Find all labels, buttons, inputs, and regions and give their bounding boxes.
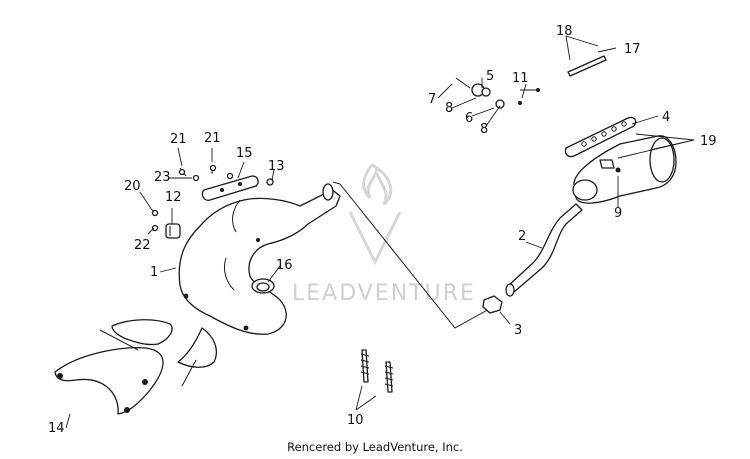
rubber-strip [567, 55, 607, 77]
springs [360, 349, 394, 393]
callout-7: 7 [428, 92, 436, 107]
callout-11: 11 [512, 71, 529, 86]
callout-9: 9 [614, 206, 622, 221]
grommet [165, 223, 181, 239]
callout-4: 4 [662, 110, 670, 125]
callout-19: 19 [700, 134, 717, 149]
credit-line: Rencered by LeadVenture, Inc. [287, 440, 463, 454]
heat-shield [54, 319, 217, 415]
callout-2: 2 [518, 229, 526, 244]
callout-23: 23 [154, 170, 171, 185]
callout-15: 15 [236, 146, 253, 161]
watermark-v-icon [348, 211, 402, 266]
callout-12: 12 [165, 190, 182, 205]
callout-20: 20 [124, 179, 141, 194]
gasket [256, 282, 270, 292]
link-pipe [505, 203, 583, 297]
callout-3: 3 [514, 323, 522, 338]
callout-22: 22 [134, 238, 151, 253]
watermark-flame-icon [362, 163, 393, 206]
bolts [151, 77, 540, 232]
callout-17: 17 [624, 42, 641, 57]
watermark: LEADVENTURE [292, 163, 476, 306]
callout-16: 16 [276, 258, 293, 273]
callout-21-right: 21 [204, 131, 221, 146]
callouts: 1 2 3 4 5 6 7 8 8 9 10 11 12 13 14 15 16… [48, 24, 717, 436]
callout-13: 13 [268, 159, 285, 174]
callout-21-left: 21 [170, 132, 187, 147]
callout-10: 10 [347, 413, 364, 428]
callout-5: 5 [486, 69, 494, 84]
callout-6: 6 [465, 111, 473, 126]
pipe-nut [482, 295, 503, 314]
callout-8-right: 8 [480, 122, 488, 137]
pipe-bracket [201, 175, 259, 201]
expansion-chamber [178, 183, 341, 335]
mount-bracket [564, 116, 637, 158]
watermark-text: LEADVENTURE [292, 281, 476, 306]
callout-14: 14 [48, 421, 65, 436]
leader-lines [65, 35, 695, 429]
callout-8-left: 8 [445, 101, 453, 116]
routing-line [332, 181, 501, 329]
callout-1: 1 [150, 265, 158, 280]
callout-18: 18 [556, 24, 573, 39]
